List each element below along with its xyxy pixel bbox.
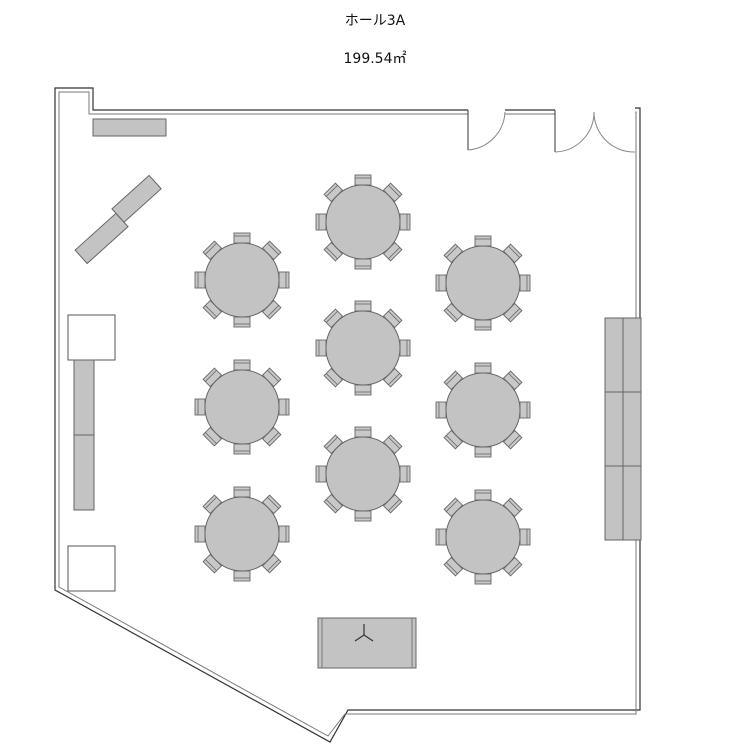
- chair: [435, 528, 447, 546]
- pillar-upper: [67, 314, 116, 361]
- chair: [519, 274, 531, 292]
- round-table: [325, 184, 401, 260]
- chair: [399, 213, 411, 231]
- chair: [399, 465, 411, 483]
- chair: [435, 401, 447, 419]
- chair: [354, 426, 372, 438]
- round-table-with-chairs: [315, 426, 411, 522]
- chair: [323, 308, 344, 329]
- chair: [194, 525, 206, 543]
- chair: [233, 486, 251, 498]
- round-table: [325, 310, 401, 386]
- room-name: ホール3A: [344, 13, 406, 29]
- chair: [194, 398, 206, 416]
- round-table-with-chairs: [435, 489, 531, 585]
- chair: [354, 510, 372, 522]
- round-table-with-chairs: [435, 362, 531, 458]
- room-area: 199.54㎡: [343, 51, 407, 67]
- podium: [317, 617, 417, 669]
- round-table: [445, 245, 521, 321]
- round-table-with-chairs: [194, 359, 290, 455]
- round-table: [204, 496, 280, 572]
- round-table: [445, 499, 521, 575]
- chair: [474, 362, 492, 374]
- chair: [315, 465, 327, 483]
- door-double: [554, 110, 636, 153]
- side-table-left-2: [73, 434, 95, 511]
- chair: [354, 384, 372, 396]
- pillar-lower: [67, 545, 116, 592]
- chair: [354, 174, 372, 186]
- chair: [233, 359, 251, 371]
- round-table-with-chairs: [315, 300, 411, 396]
- chair: [278, 271, 290, 289]
- microphone-icon: [354, 624, 374, 642]
- side-table-left-1: [73, 359, 95, 436]
- side-table-top: [92, 118, 167, 137]
- chair: [194, 271, 206, 289]
- chair: [474, 446, 492, 458]
- diagonal-tables: [74, 174, 162, 265]
- chair: [233, 443, 251, 455]
- chair: [315, 213, 327, 231]
- chair: [474, 489, 492, 501]
- chair: [435, 274, 447, 292]
- chair: [233, 232, 251, 244]
- chair: [233, 316, 251, 328]
- chair: [519, 528, 531, 546]
- round-table-with-chairs: [435, 235, 531, 331]
- chair: [474, 235, 492, 247]
- chair: [315, 339, 327, 357]
- chair: [519, 401, 531, 419]
- round-table-with-chairs: [194, 232, 290, 328]
- round-table: [445, 372, 521, 448]
- chair: [443, 429, 464, 450]
- bench-right: [604, 317, 642, 541]
- chair: [278, 398, 290, 416]
- round-table-with-chairs: [194, 486, 290, 582]
- chair: [354, 300, 372, 312]
- chair: [354, 258, 372, 270]
- round-table-with-chairs: [315, 174, 411, 270]
- chair: [474, 573, 492, 585]
- round-table: [325, 436, 401, 512]
- door-single: [467, 110, 506, 151]
- round-table: [204, 369, 280, 445]
- chair: [443, 370, 464, 391]
- round-table: [204, 242, 280, 318]
- chair: [399, 339, 411, 357]
- chair: [278, 525, 290, 543]
- round-tables: [194, 174, 531, 585]
- chair: [233, 570, 251, 582]
- chair: [474, 319, 492, 331]
